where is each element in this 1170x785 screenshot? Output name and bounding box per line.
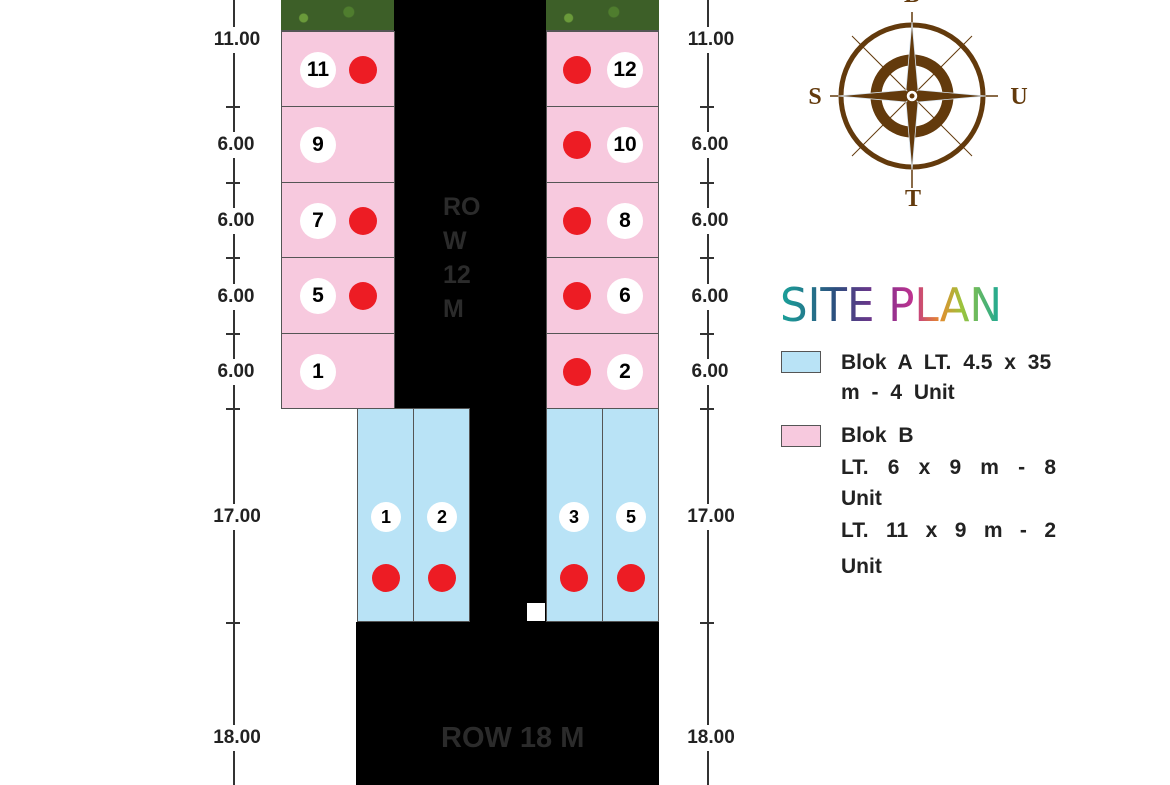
dimension-line-right <box>707 0 709 785</box>
compass-icon: B S U T <box>808 0 1027 212</box>
hedge-left <box>281 0 394 32</box>
plot-number: 2 <box>427 502 457 532</box>
marker-dot <box>563 358 591 386</box>
road-row-18 <box>356 622 659 785</box>
legend-swatch-blok-b <box>781 425 821 447</box>
plot-number: 2 <box>607 354 643 390</box>
plot-b-9[interactable]: 9 <box>281 106 395 183</box>
marker-dot <box>349 282 377 310</box>
plot-a-1[interactable]: 1 <box>357 408 414 622</box>
legend-blok-b-overlap: Unit <box>841 487 882 510</box>
dimension-tick <box>226 333 240 335</box>
plot-number: 10 <box>607 127 643 163</box>
marker-dot <box>560 564 588 592</box>
plot-number: 5 <box>300 278 336 314</box>
white-marker <box>527 603 545 621</box>
row12-text: RO <box>443 193 481 221</box>
dim-right: 6.00 <box>691 359 729 385</box>
dim-left: 11.00 <box>213 27 261 53</box>
site-plan-title-text: SITE PLAN <box>780 278 1002 330</box>
dimension-tick <box>226 622 240 624</box>
marker-dot <box>372 564 400 592</box>
dim-right: 11.00 <box>687 27 735 53</box>
row-12-label: RO W 12 M <box>443 190 481 326</box>
dim-right: 18.00 <box>687 725 735 751</box>
dimension-tick <box>226 182 240 184</box>
marker-dot <box>563 56 591 84</box>
legend-blok-b-title: Blok B <box>841 424 914 447</box>
legend-blok-b-unit: Unit <box>841 555 882 578</box>
dim-left: 6.00 <box>217 359 255 385</box>
row12-text: 12 <box>443 261 471 289</box>
plot-b-5[interactable]: 5 <box>281 257 395 334</box>
dimension-tick <box>700 182 714 184</box>
row12-text: W <box>443 227 467 255</box>
plot-number: 9 <box>300 127 336 163</box>
legend-blok-a: Blok A LT. 4.5 x 35 m - 4 Unit <box>841 351 1052 404</box>
dimension-tick <box>700 257 714 259</box>
marker-dot <box>617 564 645 592</box>
plot-number: 11 <box>300 52 336 88</box>
marker-dot <box>563 207 591 235</box>
plot-b-7[interactable]: 7 <box>281 182 395 258</box>
plot-b-1[interactable]: 1 <box>281 333 395 409</box>
dimension-tick <box>700 333 714 335</box>
dimension-tick <box>700 622 714 624</box>
dim-left: 6.00 <box>217 132 255 158</box>
dimension-tick <box>700 106 714 108</box>
plot-number: 5 <box>616 502 646 532</box>
plot-a-3[interactable]: 3 <box>546 408 603 622</box>
dim-left: 6.00 <box>217 284 255 310</box>
marker-dot <box>563 131 591 159</box>
compass-south: T <box>905 186 921 212</box>
plot-number: 6 <box>607 278 643 314</box>
compass-east: U <box>1010 84 1027 110</box>
marker-dot <box>349 207 377 235</box>
dim-right: 17.00 <box>687 504 735 530</box>
compass-west: S <box>808 84 821 110</box>
plot-b-8[interactable]: 8 <box>546 182 659 258</box>
dim-left: 6.00 <box>217 208 255 234</box>
dimension-line-left <box>233 0 235 785</box>
plot-a-2[interactable]: 2 <box>413 408 470 622</box>
marker-dot <box>349 56 377 84</box>
site-plan-title: SITE PLAN <box>780 278 1002 330</box>
legend-blok-b-line2: LT. 11 x 9 m - 2 <box>841 519 1056 542</box>
dimension-tick <box>226 257 240 259</box>
plot-number: 3 <box>559 502 589 532</box>
legend-blok-b-line1: LT. 6 x 9 m - 8 <box>841 456 1056 479</box>
dimension-tick <box>700 408 714 410</box>
plot-number: 1 <box>371 502 401 532</box>
plot-number: 12 <box>607 52 643 88</box>
row-18-label: ROW 18 M <box>441 722 585 754</box>
plot-a-5[interactable]: 5 <box>602 408 659 622</box>
plot-b-10[interactable]: 10 <box>546 106 659 183</box>
dim-right: 6.00 <box>691 208 729 234</box>
hedge-right <box>546 0 659 32</box>
dimension-tick <box>226 106 240 108</box>
plot-b-2[interactable]: 2 <box>546 333 659 409</box>
plot-number: 7 <box>300 203 336 239</box>
marker-dot <box>563 282 591 310</box>
dim-left: 17.00 <box>213 504 261 530</box>
compass-north: B <box>904 0 920 8</box>
plot-b-11[interactable]: 11 <box>281 31 395 107</box>
plot-b-12[interactable]: 12 <box>546 31 659 107</box>
plot-b-6[interactable]: 6 <box>546 257 659 334</box>
marker-dot <box>428 564 456 592</box>
dim-right: 6.00 <box>691 284 729 310</box>
dimension-tick <box>226 408 240 410</box>
dim-left: 18.00 <box>213 725 261 751</box>
plot-number: 1 <box>300 354 336 390</box>
plot-number: 8 <box>607 203 643 239</box>
row12-text: M <box>443 295 464 323</box>
legend-swatch-blok-a <box>781 351 821 373</box>
dim-right: 6.00 <box>691 132 729 158</box>
